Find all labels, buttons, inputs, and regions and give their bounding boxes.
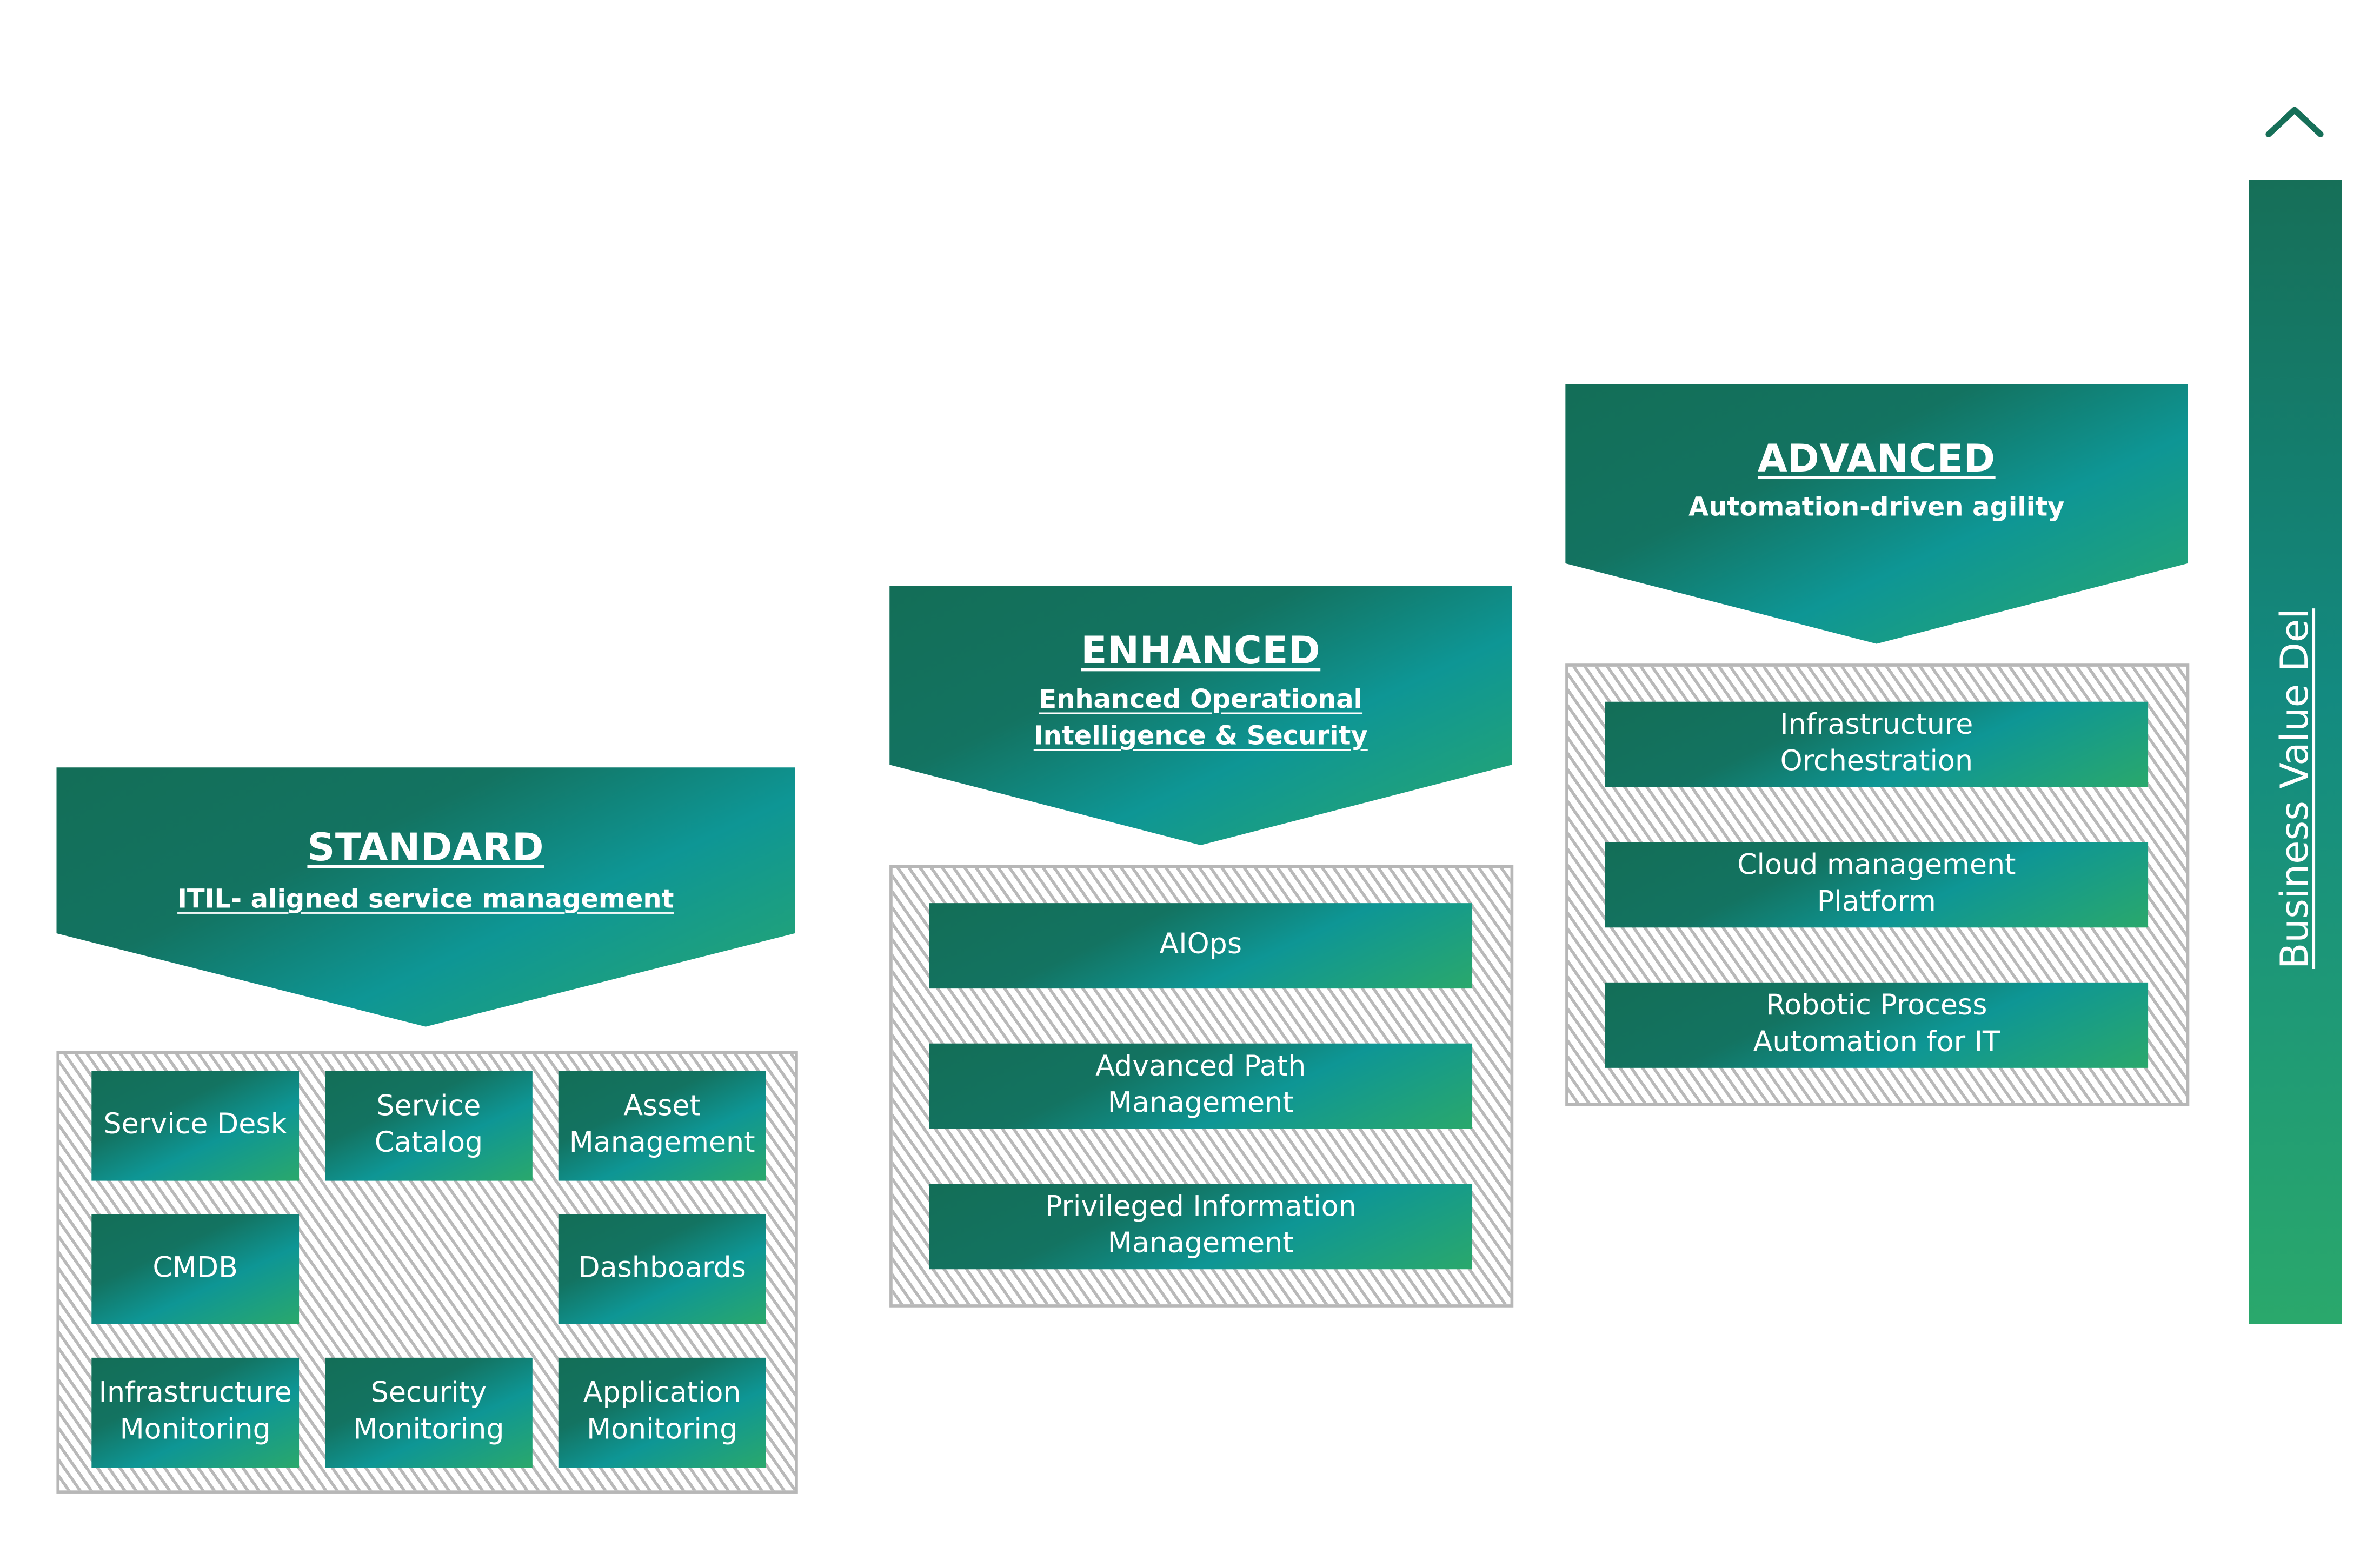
standard-title: STANDARD xyxy=(307,825,544,870)
capability-aiops: AIOps xyxy=(929,903,1473,989)
capability-service-catalog: Service Catalog xyxy=(325,1071,533,1181)
capability-advanced-path-management: Advanced Path Management xyxy=(929,1043,1473,1129)
standard-subtitle: ITIL- aligned service management xyxy=(177,885,674,915)
capability-security-monitoring: Security Monitoring xyxy=(325,1357,533,1468)
enhanced-banner: ENHANCED Enhanced Operational Intelligen… xyxy=(889,586,1512,845)
capability-privileged-information-management: Privileged Information Management xyxy=(929,1184,1473,1270)
capability-service-desk: Service Desk xyxy=(91,1071,300,1181)
capability-dashboards: Dashboards xyxy=(558,1214,766,1324)
arrowhead-icon xyxy=(2265,107,2324,137)
enhanced-subtitle: Enhanced Operational Intelligence & Secu… xyxy=(1033,685,1368,752)
capability-cmdb: CMDB xyxy=(91,1214,300,1324)
advanced-banner: ADVANCED Automation-driven agility xyxy=(1565,384,2188,644)
advanced-subtitle: Automation-driven agility xyxy=(1688,493,2065,523)
business-value-label: Business Value Del xyxy=(2272,608,2317,969)
capability-infrastructure-orchestration: Infrastructure Orchestration xyxy=(1605,701,2149,787)
enhanced-title: ENHANCED xyxy=(1081,628,1321,673)
capability-application-monitoring: Application Monitoring xyxy=(558,1357,766,1468)
capability-asset-management: Asset Management xyxy=(558,1071,766,1181)
advanced-title: ADVANCED xyxy=(1757,436,1996,481)
capability-infrastructure-monitoring: Infrastructure Monitoring xyxy=(91,1357,300,1468)
capability-robotic-process-automation: Robotic Process Automation for IT xyxy=(1605,982,2149,1068)
standard-banner: STANDARD ITIL- aligned service managemen… xyxy=(56,767,795,1027)
business-value-bar xyxy=(2249,180,2342,1324)
capability-cloud-management-platform: Cloud management Platform xyxy=(1605,842,2149,928)
